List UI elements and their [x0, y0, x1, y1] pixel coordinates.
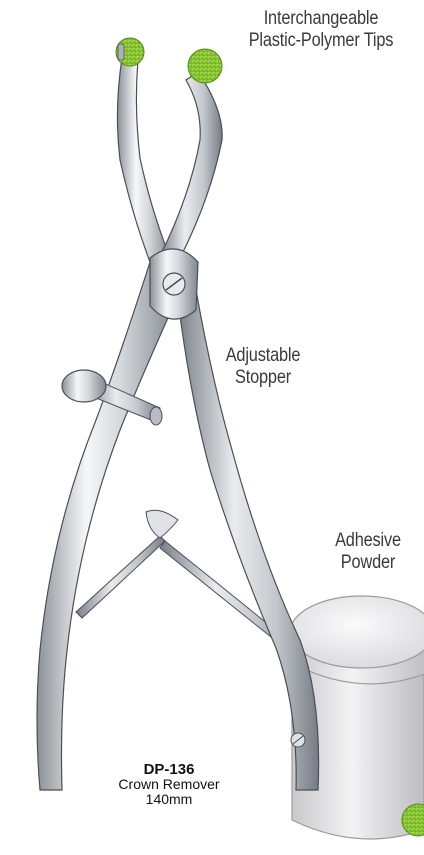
callout-stopper-line1: Adjustable [207, 345, 319, 367]
tip-left [116, 38, 144, 66]
callout-powder-line2: Powder [320, 552, 416, 574]
callout-adhesive-powder: Adhesive Powder [320, 530, 416, 574]
product-size: 140mm [84, 792, 254, 807]
callout-stopper-line2: Stopper [207, 367, 319, 389]
tip-right [188, 49, 222, 83]
callout-interchangeable-tips: Interchangeable Plastic-Polymer Tips [231, 8, 412, 52]
callout-tips-line1: Interchangeable [231, 8, 412, 30]
product-name: Crown Remover [84, 777, 254, 792]
product-caption: DP-136 Crown Remover 140mm [84, 762, 254, 807]
jaws [117, 58, 222, 262]
product-code: DP-136 [84, 762, 254, 777]
handle-screw [291, 733, 305, 747]
callout-tips-line2: Plastic-Polymer Tips [231, 30, 412, 52]
callout-adjustable-stopper: Adjustable Stopper [207, 345, 319, 389]
hinge-joint [150, 249, 198, 319]
callout-powder-line1: Adhesive [320, 530, 416, 552]
